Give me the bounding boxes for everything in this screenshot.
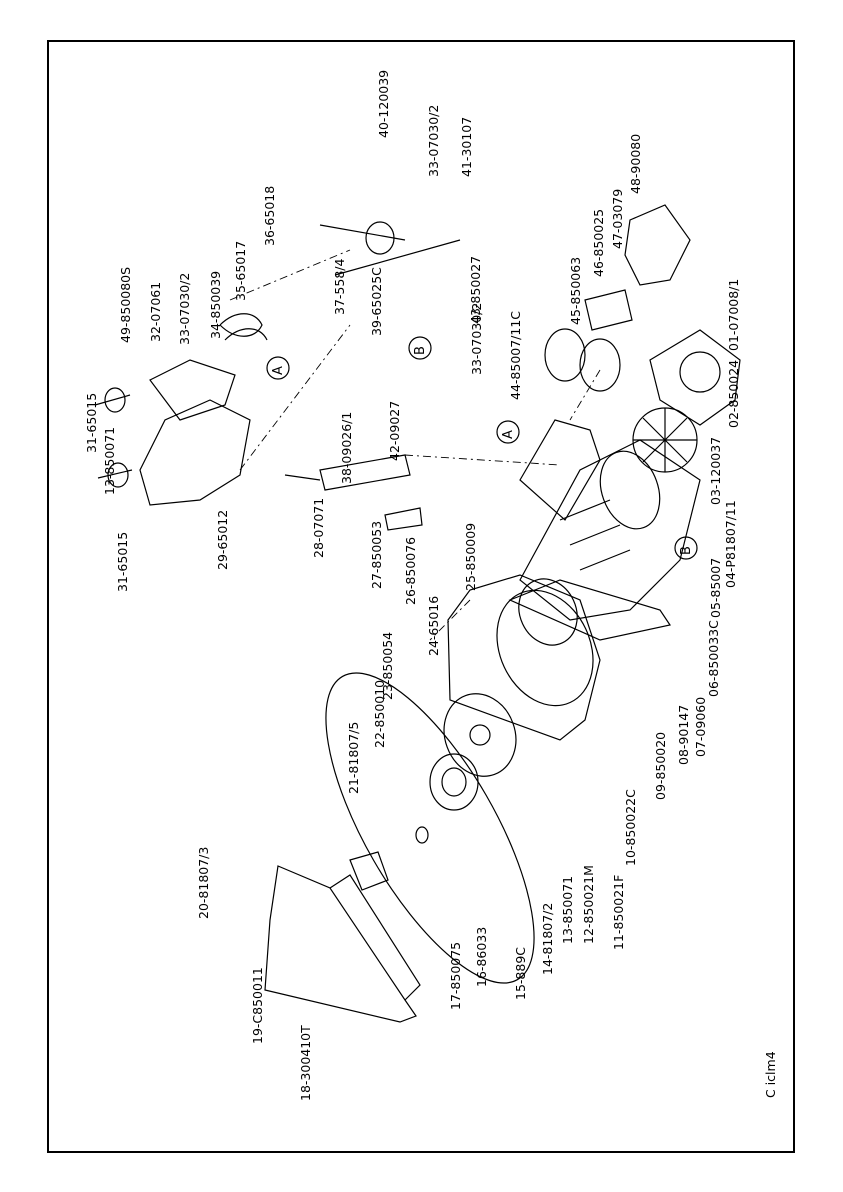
part-label: 31-65015 xyxy=(115,531,130,592)
drawing-frame xyxy=(47,40,795,1153)
drawing-code: C iclm4 xyxy=(763,1051,778,1098)
part-label: 01-07008/1 xyxy=(726,278,741,351)
part-label: 02-850024 xyxy=(726,359,741,428)
part-label: 10-850022C xyxy=(623,789,638,866)
part-label: 33-07030/2 xyxy=(177,272,192,345)
part-label: 17-850075 xyxy=(448,941,463,1010)
terminal-box xyxy=(519,419,601,521)
switch xyxy=(624,204,691,286)
part-label: 26-850076 xyxy=(403,536,418,605)
part-label: 32-07061 xyxy=(148,281,163,342)
part-label: 09-850020 xyxy=(653,731,668,800)
part-label: 03-120037 xyxy=(708,436,723,505)
part-label: 44-85007/11C xyxy=(508,310,523,400)
hub xyxy=(429,753,479,811)
part-label: 38-09026/1 xyxy=(339,411,354,484)
part-label: 41-30107 xyxy=(459,116,474,177)
part-label: 11-850021F xyxy=(611,874,626,950)
part-label: 15-889C xyxy=(513,946,528,1000)
part-label: 33-07030/2 xyxy=(426,104,441,177)
part-label: 47-03079 xyxy=(610,188,625,249)
part-label: 36-65018 xyxy=(262,185,277,246)
part-label: 28-07071 xyxy=(311,497,326,558)
section-marker-label: A xyxy=(271,366,286,375)
section-marker-label: A xyxy=(501,430,516,439)
part-label: 13-850071 xyxy=(560,875,575,944)
part-label: 07-09060 xyxy=(693,696,708,757)
part-label: 20-81807/3 xyxy=(196,846,211,919)
part-label: 34-850039 xyxy=(208,270,223,339)
part-label: 14-81807/2 xyxy=(540,902,555,975)
part-label: 18-300410T xyxy=(298,1025,313,1101)
part-label: 35-65017 xyxy=(233,240,248,301)
marker-circle xyxy=(266,356,290,380)
capacitor xyxy=(544,328,586,382)
valve-assembly xyxy=(319,224,461,276)
part-label: 12-850021M xyxy=(581,865,596,944)
part-label: 45-850063 xyxy=(568,256,583,325)
part-label: 08-90147 xyxy=(676,704,691,765)
part-label: 48-90080 xyxy=(628,133,643,194)
motor-body xyxy=(519,439,701,621)
part-label: 04-P81807/11 xyxy=(723,500,738,588)
blade-guard xyxy=(264,865,417,1023)
part-label: 27-850053 xyxy=(369,520,384,589)
part-label: 21-81807/5 xyxy=(346,721,361,794)
part-label: 43-850027 xyxy=(468,255,483,324)
part-label: 49-850080S xyxy=(118,266,133,343)
section-marker-label: B xyxy=(413,346,428,355)
part-label: 42-09027 xyxy=(387,400,402,461)
part-label: 46-850025 xyxy=(591,208,606,277)
cutting-blade xyxy=(325,672,535,984)
part-label: 19-C850011 xyxy=(250,967,265,1044)
part-label: 24-65016 xyxy=(426,595,441,656)
part-label: 06-850033C xyxy=(706,620,721,697)
cable-gland xyxy=(319,454,411,491)
part-label: 39-65025C xyxy=(369,267,384,336)
section-marker-label: B xyxy=(679,546,694,555)
part-label: 29-65012 xyxy=(215,509,230,570)
handle-frame xyxy=(139,399,251,506)
flange xyxy=(349,851,389,891)
base-plate xyxy=(508,579,671,641)
part-label: 05-85007 xyxy=(708,557,723,618)
part-label: 16-86033 xyxy=(474,926,489,987)
part-label: 31-65015 xyxy=(84,392,99,453)
part-label: 23-850054 xyxy=(380,631,395,700)
bearing-flange xyxy=(518,578,578,646)
blade-housing xyxy=(447,574,601,741)
part-label: 25-850009 xyxy=(463,522,478,591)
part-label: 37-558/4 xyxy=(332,258,347,315)
part-label: 40-120039 xyxy=(376,69,391,138)
spring xyxy=(219,313,268,341)
fan-cover xyxy=(649,329,741,426)
part-label: 13-850071 xyxy=(102,426,117,495)
